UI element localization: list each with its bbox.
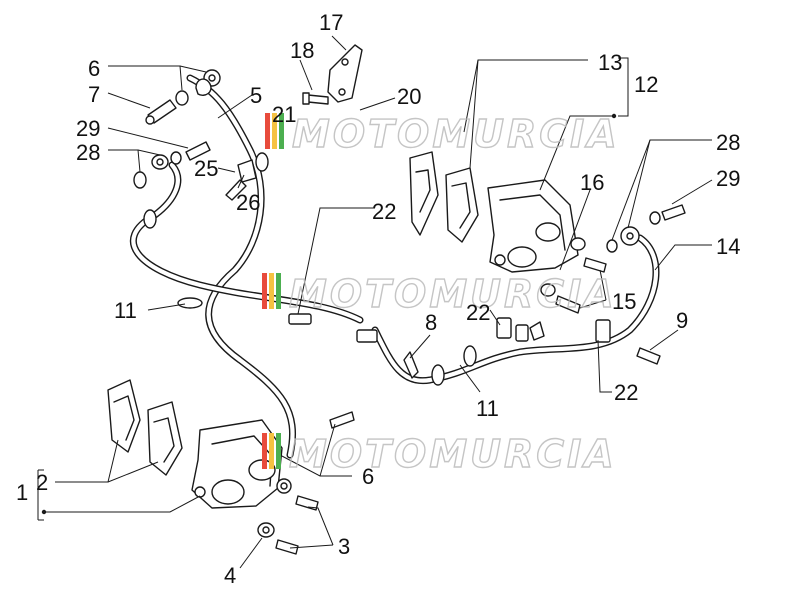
watermark-bottom: MOTOMURCIA xyxy=(262,431,617,477)
callout-16: 16 xyxy=(580,170,604,195)
callout-6: 6 xyxy=(362,464,374,489)
callout-14: 14 xyxy=(716,234,740,259)
caliper-right xyxy=(403,151,686,379)
callout-1: 1 xyxy=(16,480,28,505)
caliper-left xyxy=(107,379,355,555)
callout-5: 5 xyxy=(250,83,262,108)
callout-2: 2 xyxy=(36,470,48,495)
callout-11: 11 xyxy=(114,298,137,323)
callout-22: 22 xyxy=(372,199,396,224)
callout-26: 26 xyxy=(236,190,260,215)
watermark-text: MOTOMURCIA xyxy=(292,112,620,156)
brake-hoses xyxy=(129,74,660,459)
callout-4: 4 xyxy=(224,563,236,588)
callout-29: 29 xyxy=(716,166,740,191)
callout-8: 8 xyxy=(425,310,437,335)
watermark-middle: MOTOMURCIA xyxy=(262,271,617,317)
callout-11: 11 xyxy=(476,396,499,421)
callout-labels: 6 7 5 29 28 25 26 21 17 18 20 13 12 28 2… xyxy=(16,10,740,588)
callout-6: 6 xyxy=(88,56,100,81)
callout-22: 22 xyxy=(466,300,490,325)
leader-lines xyxy=(37,35,713,569)
callout-18: 18 xyxy=(290,38,314,63)
callout-29: 29 xyxy=(76,116,100,141)
callout-13: 13 xyxy=(598,50,622,75)
callout-22: 22 xyxy=(614,380,638,405)
callout-21: 21 xyxy=(272,102,296,127)
callout-7: 7 xyxy=(88,82,100,107)
callout-9: 9 xyxy=(676,308,688,333)
callout-20: 20 xyxy=(397,84,421,109)
callout-28: 28 xyxy=(76,140,100,165)
lever-bracket xyxy=(302,44,363,105)
callout-17: 17 xyxy=(319,10,343,35)
callout-12: 12 xyxy=(634,72,658,97)
callout-15: 15 xyxy=(612,289,636,314)
banjo-fittings-left xyxy=(133,69,257,201)
callout-25: 25 xyxy=(194,156,218,181)
watermark-text: MOTOMURCIA xyxy=(289,272,617,316)
hose-clamps xyxy=(143,152,611,386)
watermark-text: MOTOMURCIA xyxy=(289,432,617,476)
callout-3: 3 xyxy=(338,534,350,559)
watermark-top: MOTOMURCIA xyxy=(265,111,620,157)
callout-28: 28 xyxy=(716,130,740,155)
